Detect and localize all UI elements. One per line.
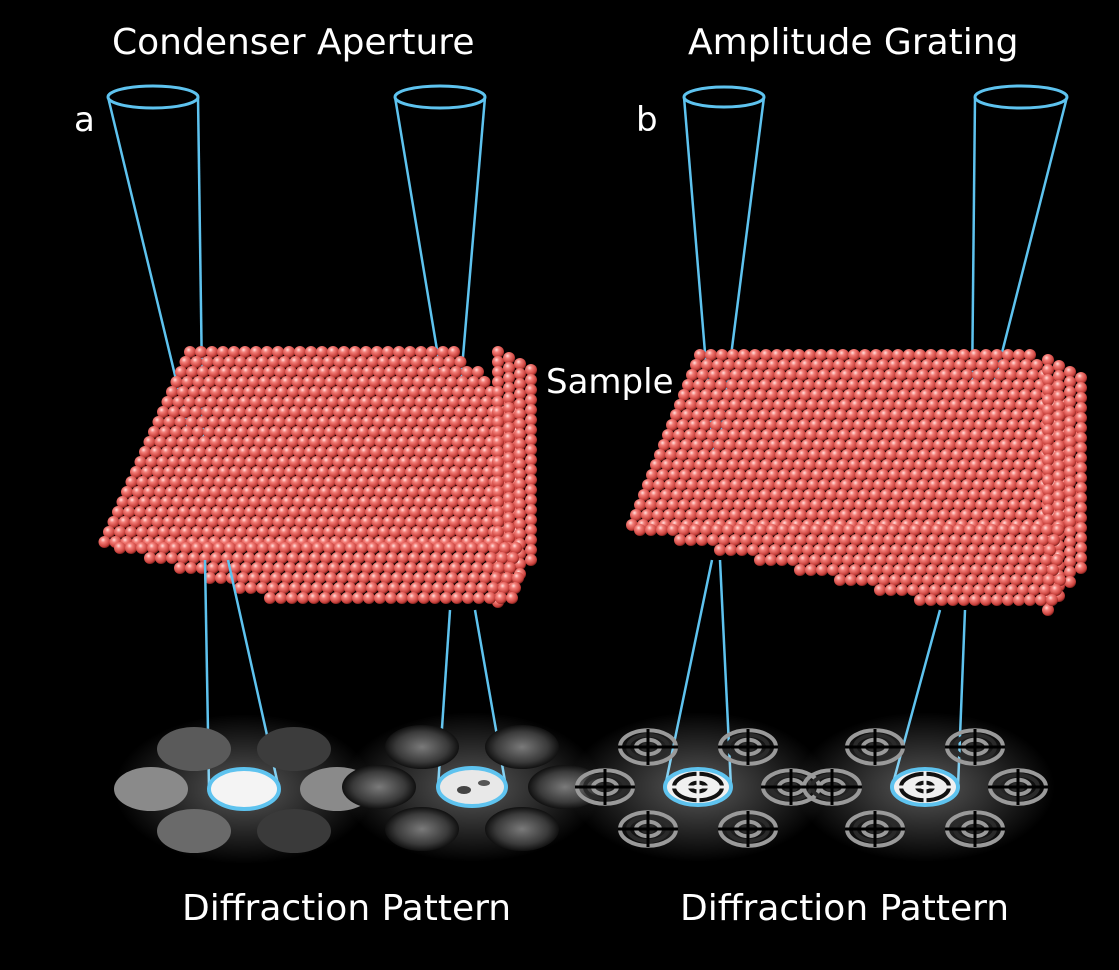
panel-b-bottom-label: Diffraction Pattern <box>680 888 1010 929</box>
diffraction-pattern <box>795 712 1055 862</box>
sample-label: Sample <box>546 362 674 402</box>
incident-cone <box>970 84 1069 393</box>
diffraction-pattern <box>114 714 374 864</box>
panel-a-bottom-label: Diffraction Pattern <box>182 888 512 929</box>
diffraction-patterns <box>114 712 1055 864</box>
panel-a-letter: a <box>74 100 95 140</box>
panel-b-letter: b <box>636 100 658 140</box>
sample-crystal-a <box>98 346 537 608</box>
incident-cone <box>106 84 205 451</box>
diffraction-pattern <box>342 712 602 862</box>
sample-crystal-b <box>626 349 1087 616</box>
panel-b-top-label: Amplitude Grating <box>688 22 1019 63</box>
diffraction-pattern <box>568 712 828 862</box>
panel-a-top-label: Condenser Aperture <box>112 22 475 63</box>
incident-cone <box>393 84 487 393</box>
